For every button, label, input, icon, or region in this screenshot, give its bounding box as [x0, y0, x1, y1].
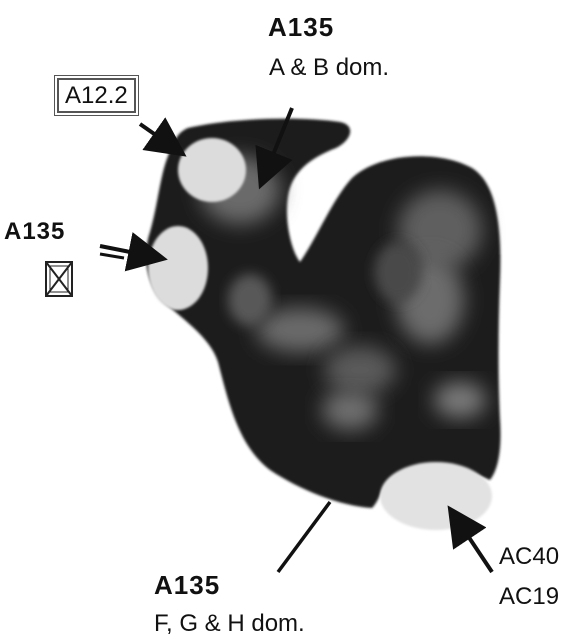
label-left-name: A135	[4, 220, 65, 244]
label-bottom-domains: F, G & H dom.	[154, 612, 305, 636]
crossed-box-icon	[46, 262, 72, 296]
label-top-domains: A & B dom.	[269, 56, 389, 80]
arrow-a12-2	[140, 124, 180, 152]
arrow-left-a135-tail	[100, 254, 124, 258]
label-right-line1: AC40	[499, 545, 559, 569]
epitope-spot-ac40-ac19	[380, 462, 492, 530]
label-right-line2: AC19	[499, 585, 559, 609]
epitope-spot-a135-left	[148, 226, 208, 310]
label-bottom-name: A135	[154, 572, 220, 598]
line-bottom-a135	[278, 502, 330, 572]
epitope-spot-a12-2	[178, 138, 246, 202]
label-top-name: A135	[268, 14, 334, 40]
label-a12-2: A12.2	[57, 78, 136, 113]
